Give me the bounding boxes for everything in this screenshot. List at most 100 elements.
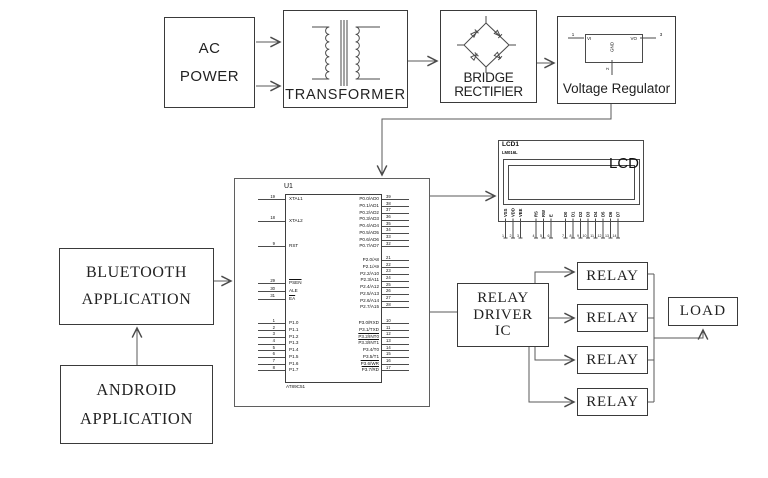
svg-text:8: 8 bbox=[570, 234, 572, 238]
pin-row: 19 XTAL1 bbox=[258, 194, 348, 216]
pin-row: P3.0/RXD 10 bbox=[322, 318, 412, 326]
pin-lead: 5 bbox=[258, 345, 285, 352]
transformer-label: TRANSFORMER bbox=[285, 87, 406, 103]
pin-lead: 13 bbox=[382, 338, 409, 345]
pin-row: P3.7/RD 17 bbox=[322, 365, 412, 373]
android-application-block: ANDROID APPLICATION bbox=[60, 365, 213, 444]
pin-row: P3.4/T0 14 bbox=[322, 345, 412, 353]
ac-power-label-line2: POWER bbox=[179, 68, 240, 85]
pin-lead: 11 bbox=[382, 325, 409, 332]
relay-block: RELAY bbox=[577, 346, 648, 374]
pin-row: P0.1/AD1 38 bbox=[322, 201, 412, 209]
pin-row: 5 P1.4 bbox=[258, 345, 348, 353]
pin-row: 18 XTAL2 bbox=[258, 216, 348, 237]
pin-row: 2 P1.1 bbox=[258, 325, 348, 333]
pin-lead: 28 bbox=[382, 302, 409, 309]
relay-block: RELAY bbox=[577, 304, 648, 332]
mcu-reference: U1 bbox=[284, 183, 293, 190]
relay-driver-label-line1: RELAY bbox=[477, 290, 529, 307]
pin-row: 9 RST bbox=[258, 241, 348, 263]
pin-row: P3.3/INT1 13 bbox=[322, 338, 412, 346]
pin-lead: 7 bbox=[258, 359, 285, 365]
pin-row: P0.5/AD5 34 bbox=[322, 228, 412, 236]
pin-lead: 18 bbox=[258, 216, 285, 222]
pin-lead: 25 bbox=[382, 282, 409, 289]
pin-lead: 12 bbox=[382, 332, 409, 338]
pin-lead: 36 bbox=[382, 214, 409, 221]
wire-bus-to-load bbox=[654, 328, 709, 340]
regulator-chip-symbol bbox=[585, 34, 643, 63]
mcu-port0-pins: P0.0/AD0 39 P0.1/AD1 38 P0.2/AD2 37 P0.3… bbox=[322, 194, 412, 249]
pin-lead: 1 bbox=[258, 318, 285, 325]
pin-row: P0.2/AD2 37 bbox=[322, 208, 412, 215]
pin-row: 6 P1.5 bbox=[258, 352, 348, 360]
pin-row: 8 P1.7 bbox=[258, 365, 348, 373]
pin-row: P3.2/INT0 12 bbox=[322, 332, 412, 339]
relay-driver-label-line3: IC bbox=[494, 323, 512, 340]
wire-driver-to-relay4 bbox=[528, 347, 576, 408]
pin-row: P2.4/A12 25 bbox=[322, 282, 412, 290]
mcu-xtal-pins: 19 XTAL1 18 XTAL2 bbox=[258, 194, 348, 238]
svg-text:5: 5 bbox=[540, 234, 542, 238]
pin-lead: 31 bbox=[258, 294, 285, 300]
svg-text:1: 1 bbox=[502, 234, 504, 238]
pin-lead: 23 bbox=[382, 269, 409, 275]
wire-driver-to-relay3 bbox=[534, 347, 576, 366]
svg-text:2: 2 bbox=[510, 234, 512, 238]
pin-row: 7 P1.6 bbox=[258, 359, 348, 366]
mcu-rst-pin: 9 RST bbox=[258, 241, 348, 263]
pin-lead: 24 bbox=[382, 275, 409, 282]
mcu-port1-pins: 1 P1.0 2 P1.1 3 P1.2 4 P1.3 5 P1.4 6 P1.… bbox=[258, 318, 348, 373]
svg-text:4: 4 bbox=[533, 234, 535, 238]
pin-lead: 30 bbox=[258, 286, 285, 293]
pin-row: P0.0/AD0 39 bbox=[322, 194, 412, 202]
bluetooth-label-line2: APPLICATION bbox=[81, 291, 192, 308]
lcd-block: LCD1 LM016L LCD bbox=[498, 140, 644, 222]
transformer-block: TRANSFORMER bbox=[283, 10, 408, 108]
pin-row: P2.0/A8 21 bbox=[322, 255, 412, 263]
lcd-part-number: LM016L bbox=[502, 150, 518, 155]
pin-row: 31 EA bbox=[258, 294, 348, 302]
relay-label: RELAY bbox=[586, 351, 639, 368]
load-label: LOAD bbox=[679, 303, 727, 319]
svg-text:13: 13 bbox=[605, 234, 609, 238]
pin-lead: 15 bbox=[382, 352, 409, 358]
pin-lead: 39 bbox=[382, 194, 409, 201]
wire-driver-to-relay1 bbox=[534, 266, 576, 283]
pin-row: P2.5/A13 26 bbox=[322, 289, 412, 297]
mcu-port2-pins: P2.0/A8 21 P2.1/A9 22 P2.2/A10 23 P2.3/A… bbox=[322, 255, 412, 310]
relay-label: RELAY bbox=[586, 393, 639, 410]
pin-lead: 21 bbox=[382, 255, 409, 262]
pin-lead: 22 bbox=[382, 262, 409, 269]
svg-text:10: 10 bbox=[583, 234, 587, 238]
pin-row: P2.2/A10 23 bbox=[322, 269, 412, 276]
bluetooth-application-block: BLUETOOTH APPLICATION bbox=[59, 248, 214, 325]
relay-label: RELAY bbox=[586, 309, 639, 326]
pin-row: P2.7/A15 28 bbox=[322, 302, 412, 310]
pin-lead: 26 bbox=[382, 289, 409, 295]
mcu-port3-pins: P3.0/RXD 10 P3.1/TXD 11 P3.2/INT0 12 P3.… bbox=[322, 318, 412, 373]
pin-row: P0.3/AD3 36 bbox=[322, 214, 412, 222]
bridge-label-line1: BRIDGE bbox=[463, 70, 514, 85]
pin-lead: 4 bbox=[258, 338, 285, 345]
pin-lead: 34 bbox=[382, 228, 409, 234]
pin-lead: 3 bbox=[258, 332, 285, 338]
svg-text:11: 11 bbox=[590, 234, 594, 238]
pin-lead: 6 bbox=[258, 352, 285, 358]
mcu-chip-body bbox=[285, 194, 382, 383]
pin-row: P0.7/AD7 32 bbox=[322, 241, 412, 249]
pin-lead: 32 bbox=[382, 241, 409, 248]
pin-row: P3.5/T1 15 bbox=[322, 352, 412, 360]
pin-lead: 27 bbox=[382, 296, 409, 302]
lcd-label: LCD bbox=[608, 155, 639, 172]
svg-text:6: 6 bbox=[548, 234, 550, 238]
pin-row: P2.1/A9 22 bbox=[322, 262, 412, 270]
pin-lead: 19 bbox=[258, 194, 285, 201]
pin-row: P3.6/WR 16 bbox=[322, 359, 412, 366]
bluetooth-label-line1: BLUETOOTH bbox=[85, 264, 188, 281]
svg-text:7: 7 bbox=[562, 234, 564, 238]
svg-text:9: 9 bbox=[577, 234, 579, 238]
voltage-regulator-label: Voltage Regulator bbox=[562, 81, 671, 96]
pin-row: P0.4/AD4 35 bbox=[322, 221, 412, 229]
pin-lead: 9 bbox=[258, 241, 285, 248]
